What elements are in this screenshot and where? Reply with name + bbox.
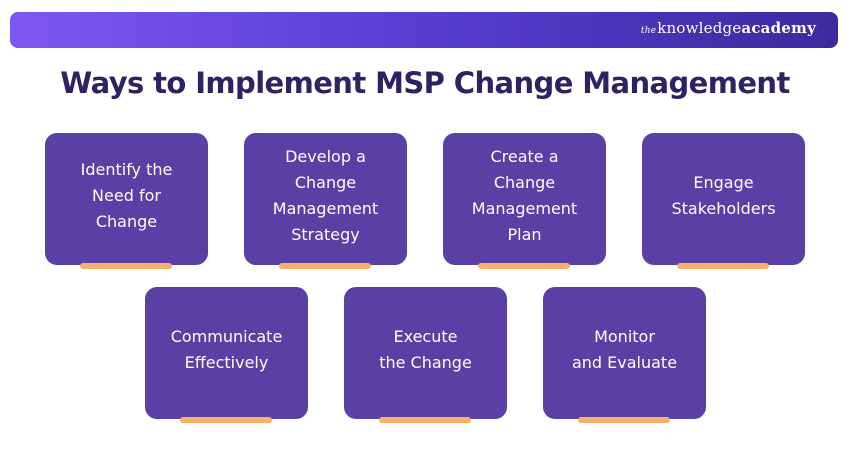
brand-logo: theknowledgeacademy [641,19,816,37]
step-card-develop-strategy: Develop a Change Management Strategy [244,133,407,265]
step-card-create-plan: Create a Change Management Plan [443,133,606,265]
brand-prefix: the [640,26,657,36]
step-card-execute: Execute the Change [344,287,507,419]
step-accent-bar [578,417,670,423]
page-title: Ways to Implement MSP Change Management [60,66,790,100]
step-card-identify-need: Identify the Need for Change [45,133,208,265]
header-banner: theknowledgeacademy [10,12,838,48]
step-accent-bar [80,263,172,269]
step-accent-bar [180,417,272,423]
step-card-monitor: Monitor and Evaluate [543,287,706,419]
step-accent-bar [478,263,570,269]
step-card-communicate: Communicate Effectively [145,287,308,419]
brand-academy: academy [741,19,816,37]
step-accent-bar [379,417,471,423]
step-accent-bar [279,263,371,269]
brand-knowledge: knowledge [657,19,742,37]
step-card-engage-stakeholders: Engage Stakeholders [642,133,805,265]
step-accent-bar [677,263,769,269]
